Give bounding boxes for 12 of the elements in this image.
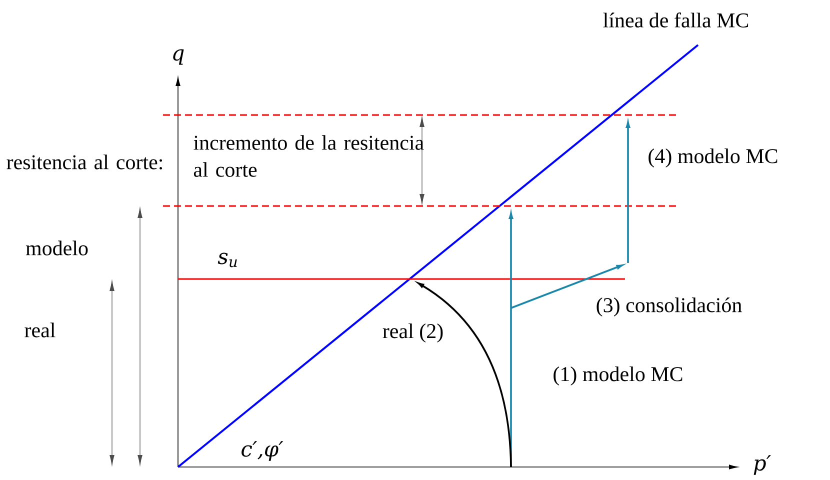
axis-label: p′ [754, 455, 771, 475]
line-label: línea de falla MC [603, 12, 748, 28]
side-label: modelo [26, 240, 88, 256]
side-label: real [24, 322, 56, 338]
path-label: (3) consolidación [596, 297, 742, 317]
path-label: (4) modelo MC [648, 148, 778, 168]
axis-label: q [173, 49, 184, 65]
side-label: resitencia al corte: [6, 154, 162, 170]
line-label: s$_{u}$ [218, 252, 237, 268]
parameter-label: c′,φ′ [242, 441, 284, 461]
dimension-label: incremento de la resitencia al corte [194, 135, 424, 177]
path-label: (1) modelo MC [554, 366, 682, 386]
